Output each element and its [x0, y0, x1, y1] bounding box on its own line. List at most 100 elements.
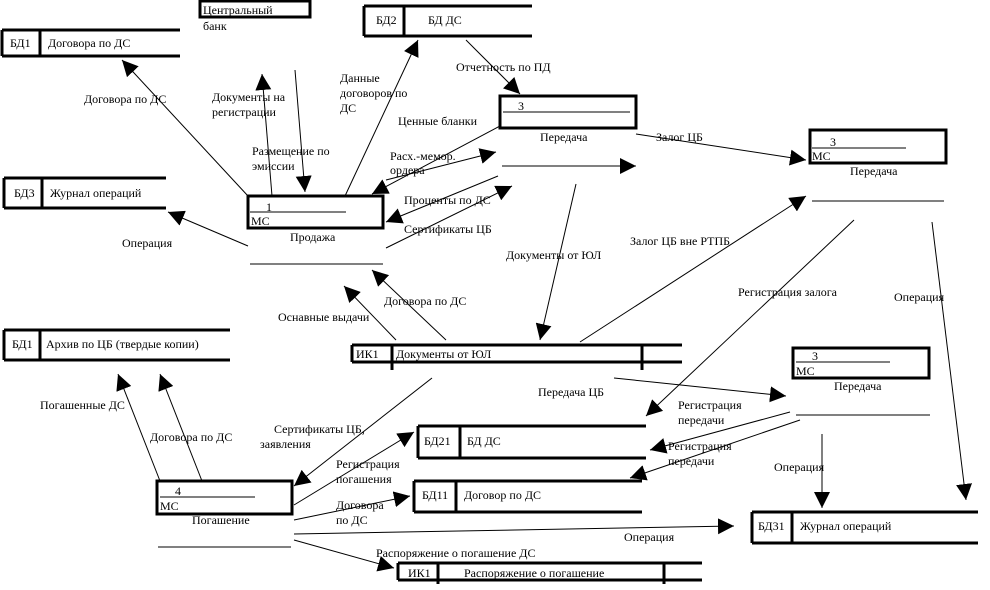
store-ik1-order: ИК1 Распоряжение о погашение [396, 561, 702, 584]
label-pledge: Залог ЦБ [656, 130, 703, 144]
entity-central-bank-line2: банк [203, 19, 227, 33]
label-cash-order-1: Расх.-мемор. [390, 149, 456, 163]
entity-central-bank-line1: Центральный [203, 3, 273, 17]
label-placement-2: эмиссии [252, 159, 295, 173]
label-docs-reg-1: Документы на [212, 90, 286, 104]
store-bd31-id: БД31 [758, 519, 785, 533]
store-bd11-name: Договор по ДС [464, 488, 541, 502]
arrow-contract-ds [293, 491, 411, 521]
store-ik1-order-name: Распоряжение о погашение [464, 566, 604, 580]
arrow-reg-transfer-a [649, 411, 791, 454]
store-bd1-archive: БД1 Архив по ЦБ (твердые копии) [2, 328, 230, 362]
arrow-order-repay [293, 539, 395, 572]
store-bd2: БД2 БД ДС [362, 4, 532, 38]
arrow-bd2-to-transfer [465, 39, 521, 95]
process-1-who: МС [251, 214, 270, 228]
arrow-sale-to-contracts [121, 59, 249, 197]
store-bd1-contracts-id: БД1 [10, 36, 31, 50]
label-reporting: Отчетность по ПД [456, 60, 551, 74]
label-contract-ds-2: по ДС [336, 513, 368, 527]
store-bd2-id: БД2 [376, 13, 397, 27]
arrow-pledge [635, 133, 807, 166]
process-3c-num: 3 [812, 349, 818, 363]
store-ik1-order-id: ИК1 [408, 566, 431, 580]
label-reg-transfer-b1: Регистрация [668, 439, 732, 453]
store-bd3-name: Журнал операций [50, 186, 142, 200]
arrow-interest [385, 175, 499, 224]
label-contracts-ds2: Договора по ДС [384, 294, 466, 308]
store-bd1-archive-name: Архив по ЦБ (твердые копии) [46, 337, 199, 351]
label-repaid-ds: Погашенные ДС [40, 398, 125, 412]
store-bd11-id: БД11 [422, 488, 448, 502]
process-3b-transfer: 3 МС Передача [808, 128, 948, 202]
label-reg-repay-1: Регистрация [336, 457, 400, 471]
flow-labels: Договора по ДС Документы на регистрации … [40, 60, 945, 560]
label-reg-transfer-a1: Регистрация [678, 398, 742, 412]
store-bd2-name: БД ДС [428, 13, 462, 27]
process-3c-who: МС [796, 364, 815, 378]
entity-central-bank: Центральный банк [198, 0, 312, 33]
label-reg-transfer-b2: передачи [668, 454, 715, 468]
label-pledge-outside: Залог ЦБ вне РТПБ [630, 234, 730, 248]
process-3b-who: МС [812, 149, 831, 163]
label-operation-bottom: Операция [624, 530, 675, 544]
label-reg-pledge: Регистрация залога [738, 285, 838, 299]
label-operation-mid: Операция [774, 460, 825, 474]
process-1-num: 1 [266, 200, 272, 214]
label-transfer-cb: Передача ЦБ [538, 385, 604, 399]
arrow-transfer-cb [613, 377, 787, 403]
label-certs-apps-1: Сертификаты ЦБ, [274, 422, 365, 436]
label-reg-transfer-a2: передачи [678, 413, 725, 427]
label-operation-right: Операция [894, 290, 945, 304]
arrow-contracts-ds2 [371, 269, 447, 341]
process-3b-name: Передача [850, 164, 898, 178]
arrow-pledge-outside [579, 195, 807, 343]
process-3a-name: Передача [540, 130, 588, 144]
arrow-bank-to-sale [294, 69, 312, 193]
process-1-sale: 1 МС Продажа [246, 194, 385, 265]
arrow-operation-right [931, 221, 972, 501]
store-bd21-id: БД21 [424, 434, 451, 448]
store-bd11: БД11 Договор по ДС [412, 479, 642, 514]
store-bd21: БД21 БД ДС [416, 424, 646, 460]
label-docs-reg-2: регистрации [212, 105, 277, 119]
arrow-reg-transfer-b [629, 419, 801, 481]
process-4-who: МС [160, 499, 179, 513]
process-4-num: 4 [175, 484, 181, 498]
arrow-certs [385, 185, 513, 249]
store-bd1-contracts-name: Договора по ДС [48, 36, 130, 50]
label-order-repay: Распоряжение о погашение ДС [376, 546, 536, 560]
arrow-certs-apps [293, 377, 433, 487]
process-4-repayment: 4 МС Погашение [155, 479, 294, 548]
label-data-contracts-2: договоров по [340, 86, 407, 100]
arrow-reg-pledge [645, 219, 855, 417]
label-base-issues: Оснавные выдачи [278, 310, 370, 324]
process-3a-transfer: 3 Передача [498, 94, 638, 167]
arrow-cash-order [385, 148, 497, 181]
flow-arrows [116, 39, 972, 572]
store-bd3: БД3 Журнал операций [2, 176, 166, 210]
label-securities: Ценные бланки [398, 114, 478, 128]
label-placement-1: Размещение по [252, 144, 330, 158]
arrow-contracts-ds3 [158, 373, 203, 482]
store-bd31-name: Журнал операций [800, 519, 892, 533]
store-bd21-name: БД ДС [467, 434, 501, 448]
process-1-name: Продажа [290, 230, 336, 244]
process-3c-name: Передача [834, 379, 882, 393]
store-ik1-docs-id: ИК1 [356, 347, 379, 361]
label-docs-from-ul: Документы от ЮЛ [506, 248, 601, 262]
store-bd3-id: БД3 [14, 186, 35, 200]
store-ik1-docs: ИК1 Документы от ЮЛ [350, 343, 682, 370]
label-certs: Сертификаты ЦБ [404, 222, 492, 236]
arrow-repaid-ds [116, 373, 161, 482]
arrow-operation-bottom [293, 518, 735, 535]
process-3a-num: 3 [518, 99, 524, 113]
label-contracts-ds: Договора по ДС [84, 92, 166, 106]
store-bd31: БД31 Журнал операций [750, 510, 978, 545]
arrow-securities [371, 125, 501, 195]
arrow-sale-to-bd2 [344, 39, 419, 197]
arrow-docs-from-ul [535, 183, 577, 341]
arrow-operation-left [167, 210, 249, 247]
